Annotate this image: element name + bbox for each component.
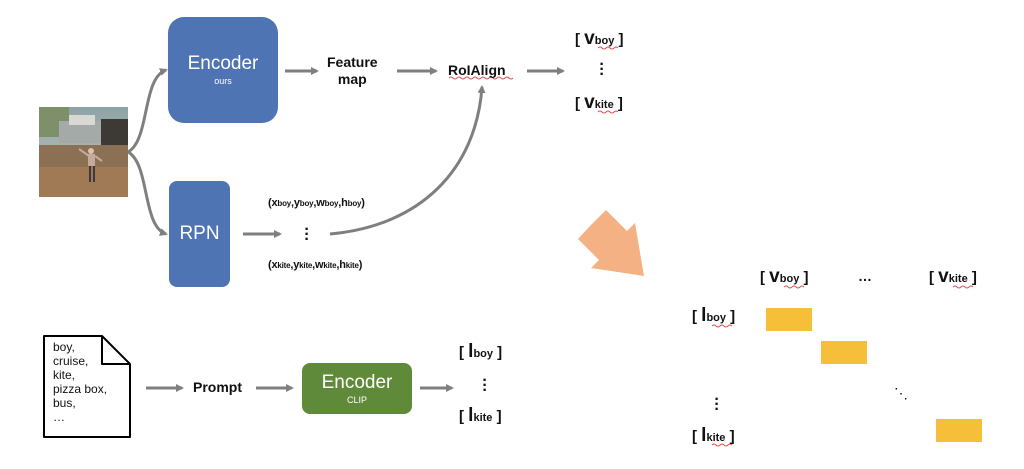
matrix-row-boy-symbol: l	[701, 305, 707, 326]
match-cell-3	[936, 419, 982, 442]
arrow-image-to-rpn	[127, 150, 168, 236]
arrow-image-to-encoder	[127, 68, 168, 154]
encoder-clip-subtitle: CLIP	[346, 394, 367, 405]
photo-boy-with-kite	[39, 107, 128, 197]
v-boy-vector: [ vboy ]	[575, 28, 624, 49]
label-list-document	[43, 335, 131, 438]
encoder-clip-title: Encoder	[321, 371, 393, 393]
encoder-ours-title: Encoder	[187, 53, 259, 74]
box-vertical-ellipsis: ···	[304, 221, 310, 248]
kite-x: x	[271, 259, 278, 271]
v-boy-sub: boy	[594, 35, 615, 47]
feature-map-line1: Feature	[327, 54, 378, 70]
matrix-row-ellipsis: ···	[714, 391, 720, 418]
v-kite-vector: [ vkite ]	[575, 92, 623, 113]
kite-h-sub: kite	[345, 261, 359, 270]
v-vertical-ellipsis: ···	[599, 56, 605, 83]
label-item: cruise,	[53, 354, 89, 368]
kite-w: w	[315, 259, 324, 271]
kite-y-sub: kite	[299, 261, 313, 270]
matrix-col-kite-sub: kite	[948, 273, 968, 285]
label-item: …	[53, 410, 65, 424]
matrix-col-boy-sub: boy	[779, 273, 800, 285]
feature-map-line2: map	[337, 71, 367, 87]
boy-y: y	[293, 197, 300, 209]
boy-h-sub: boy	[347, 199, 362, 208]
boy-w: w	[316, 197, 325, 209]
rpn-box: RPN	[169, 181, 230, 287]
matrix-row-boy-sub: boy	[706, 312, 727, 324]
v-kite-symbol: v	[584, 92, 595, 113]
boy-x: x	[271, 197, 278, 209]
feature-map-label: Feature map	[327, 54, 378, 88]
matrix-col-kite: [ vkite ]	[929, 266, 977, 287]
matrix-row-kite-symbol: l	[701, 425, 707, 446]
label-item: pizza box,	[53, 382, 108, 396]
roialign-label: RoIAlign	[448, 62, 506, 78]
match-cell-1	[766, 308, 812, 331]
matrix-row-kite-sub: kite	[706, 432, 726, 444]
encoder-clip-box: Encoder CLIP	[302, 363, 412, 414]
input-photo	[39, 107, 128, 197]
matrix-col-ellipsis: …	[858, 268, 872, 284]
matrix-col-boy-symbol: v	[769, 266, 780, 287]
matrix-row-boy: [ lboy ]	[692, 305, 736, 326]
kite-h: h	[339, 259, 346, 271]
prompt-label: Prompt	[193, 379, 242, 395]
l-boy-symbol: l	[468, 341, 474, 362]
boy-w-sub: boy	[324, 199, 339, 208]
kite-y: y	[293, 259, 300, 271]
match-cell-2	[821, 341, 867, 364]
kite-x-sub: kite	[277, 261, 291, 270]
encoder-ours-subtitle: ours	[214, 76, 232, 86]
box-coords-kite: (xkite,ykite,wkite,hkite)	[268, 259, 363, 271]
l-kite-sub: kite	[473, 412, 493, 424]
l-kite-vector: [ lkite ]	[459, 405, 502, 426]
label-list: boy, cruise, kite, pizza box, bus, …	[53, 340, 107, 424]
l-kite-symbol: l	[468, 405, 474, 426]
label-item: kite,	[53, 368, 76, 382]
boy-y-sub: boy	[299, 199, 314, 208]
l-vertical-ellipsis: ···	[482, 372, 488, 399]
kite-w-sub: kite	[323, 261, 337, 270]
v-kite-sub: kite	[594, 99, 614, 111]
big-transition-arrow	[578, 210, 644, 276]
box-coords-boy: (xboy,yboy,wboy,hboy)	[268, 197, 365, 209]
encoder-ours-box: Encoder ours	[168, 17, 278, 123]
arrow-boxes-to-roialign	[329, 85, 486, 236]
label-item: bus,	[53, 396, 76, 410]
l-boy-vector: [ lboy ]	[459, 341, 503, 362]
boy-x-sub: boy	[277, 199, 292, 208]
rpn-title: RPN	[179, 223, 220, 244]
label-item: boy,	[53, 340, 75, 354]
boy-h: h	[341, 197, 348, 209]
diagonal-ellipsis: ⋱	[894, 385, 908, 401]
squiggle-underlines	[448, 46, 974, 447]
matrix-col-boy: [ vboy ]	[760, 266, 809, 287]
v-boy-symbol: v	[584, 28, 595, 49]
l-boy-sub: boy	[473, 348, 494, 360]
matrix-col-kite-symbol: v	[938, 266, 949, 287]
matrix-row-kite: [ lkite ]	[692, 425, 735, 446]
